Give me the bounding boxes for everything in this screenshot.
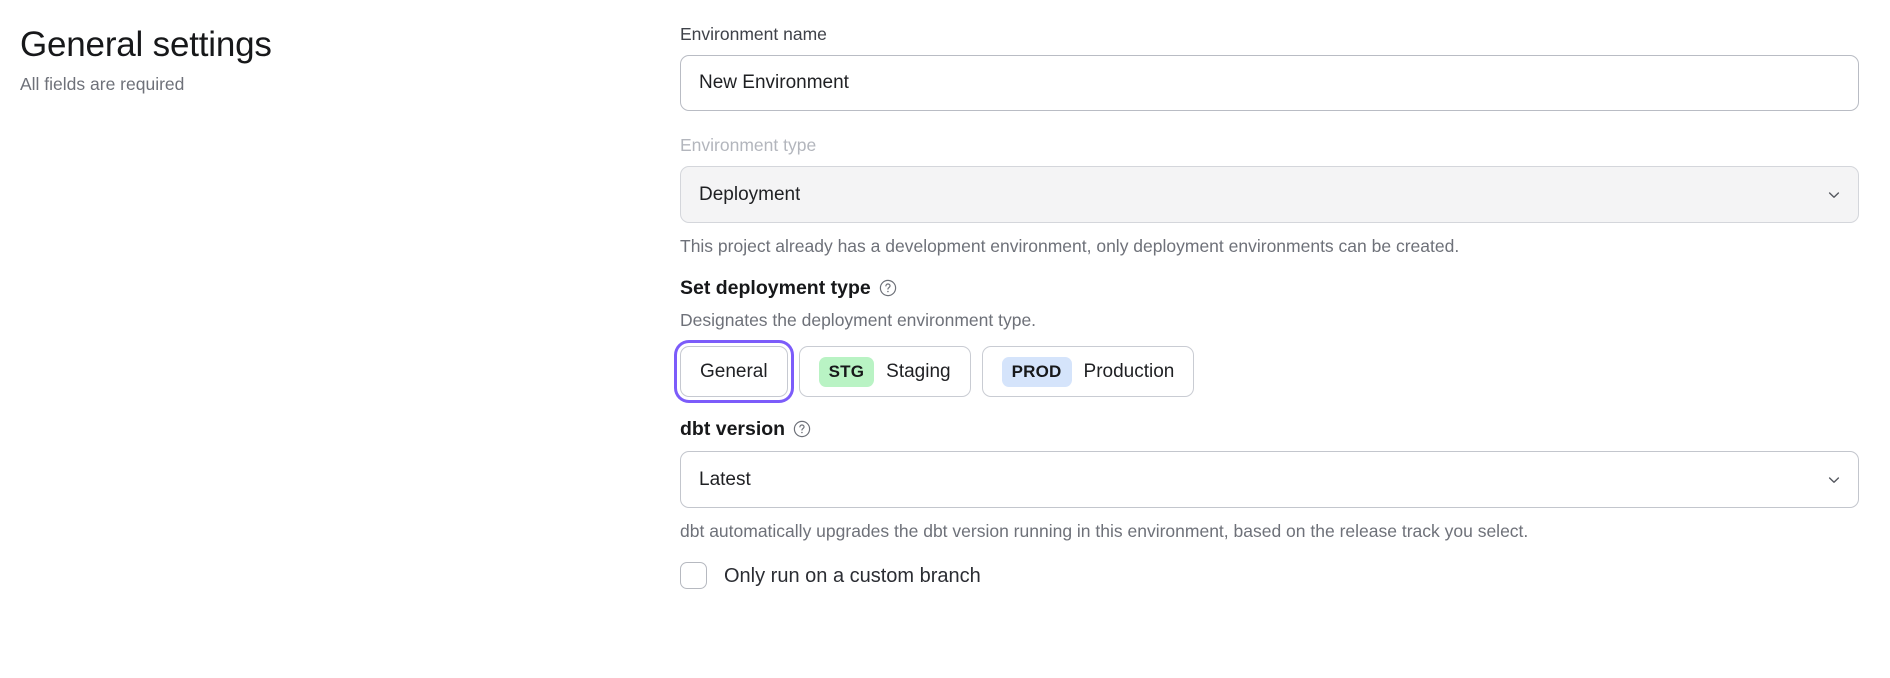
dbt-version-select[interactable]: Latest (680, 451, 1859, 508)
deployment-type-options: General STG Staging PROD Production (680, 346, 1860, 397)
deployment-type-option-general-label: General (700, 360, 768, 382)
help-circle-icon[interactable] (879, 279, 897, 297)
help-circle-icon[interactable] (793, 420, 811, 438)
dbt-version-value: Latest (699, 468, 751, 490)
deployment-type-description: Designates the deployment environment ty… (680, 310, 1037, 330)
deployment-type-option-general[interactable]: General (680, 346, 788, 397)
dbt-version-help-text: dbt automatically upgrades the dbt versi… (680, 521, 1529, 541)
deployment-type-field: Set deployment type Designates the deplo… (680, 275, 1860, 397)
production-badge: PROD (1001, 356, 1072, 387)
environment-type-value: Deployment (699, 183, 801, 205)
dbt-version-heading: dbt version (680, 416, 1860, 442)
environment-name-label: Environment name (680, 24, 827, 44)
deployment-type-heading-label: Set deployment type (680, 277, 871, 299)
page-subtitle: All fields are required (20, 74, 185, 94)
environment-name-input[interactable]: New Environment (680, 55, 1859, 111)
deployment-type-option-staging[interactable]: STG Staging (798, 346, 971, 397)
environment-type-select[interactable]: Deployment (680, 166, 1859, 223)
environment-type-help-text: This project already has a development e… (680, 236, 1460, 256)
deployment-type-option-production[interactable]: PROD Production (981, 346, 1195, 397)
environment-type-label: Environment type (680, 135, 817, 155)
deployment-type-heading: Set deployment type (680, 275, 1860, 301)
settings-intro-column: General settings All fields are required (20, 18, 680, 96)
page-title: General settings (20, 25, 272, 64)
environment-type-field: Environment type Deployment This project… (680, 133, 1860, 258)
environment-name-field: Environment name New Environment (680, 22, 1860, 111)
dbt-version-label: dbt version (680, 418, 786, 440)
custom-branch-row[interactable]: Only run on a custom branch (680, 562, 1860, 589)
chevron-down-icon (1826, 187, 1842, 203)
chevron-down-icon (1826, 472, 1842, 488)
deployment-type-option-production-label: Production (1083, 360, 1175, 382)
custom-branch-label: Only run on a custom branch (724, 564, 981, 587)
settings-form-column: Environment name New Environment Environ… (680, 18, 1860, 589)
dbt-version-field: dbt version Latest dbt automatica (680, 416, 1860, 543)
deployment-type-option-staging-label: Staging (886, 360, 951, 382)
environment-name-value: New Environment (699, 72, 849, 93)
staging-badge: STG (818, 356, 875, 387)
custom-branch-checkbox[interactable] (680, 562, 707, 589)
